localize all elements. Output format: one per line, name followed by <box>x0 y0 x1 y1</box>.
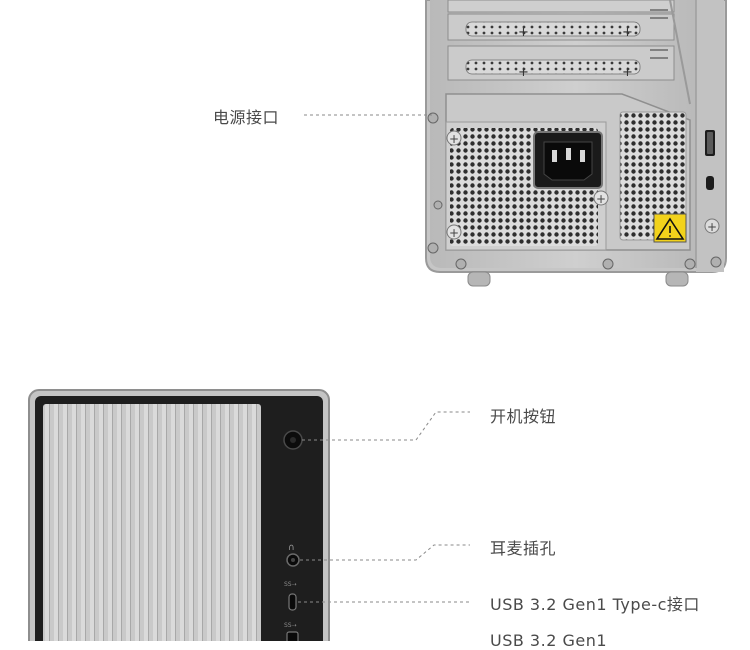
power-button-leader-line <box>302 411 470 441</box>
svg-text:+: + <box>622 65 633 80</box>
rear-side-features: + <box>704 130 720 234</box>
rear-foot-right <box>665 271 689 287</box>
ss-usb-icon: SS⇢ <box>284 581 297 588</box>
headphone-jack: ∩ <box>286 543 300 567</box>
power-port-iec-inlet <box>533 131 603 189</box>
headphone-icon: ∩ <box>288 543 295 553</box>
svg-text:+: + <box>449 132 459 146</box>
headphone-leader-line <box>300 544 470 561</box>
svg-text:+: + <box>449 226 459 240</box>
rear-foot-left <box>467 271 491 287</box>
svg-text:+: + <box>518 25 529 40</box>
svg-text:+: + <box>622 25 633 40</box>
power-button-label: 开机按钮 <box>490 407 557 426</box>
front-chassis <box>28 389 330 641</box>
svg-text:+: + <box>707 220 717 234</box>
warning-label <box>653 213 687 243</box>
front-ribbed-panel <box>43 404 261 641</box>
power-port-label: 电源接口 <box>213 108 280 127</box>
svg-text:SS⇢: SS⇢ <box>284 622 297 629</box>
usb-typec-label: USB 3.2 Gen1 Type-c接口 <box>490 595 700 614</box>
usb-typec-port: SS⇢ <box>284 581 297 611</box>
expansion-slot-covers: + + + + <box>447 0 691 105</box>
svg-text:+: + <box>596 192 606 206</box>
headphone-jack-label: 耳麦插孔 <box>490 539 557 558</box>
power-button[interactable] <box>283 430 303 450</box>
power-supply-module: + + + <box>445 93 691 251</box>
usb-a-port: SS⇢ <box>284 622 299 641</box>
svg-text:+: + <box>518 65 529 80</box>
